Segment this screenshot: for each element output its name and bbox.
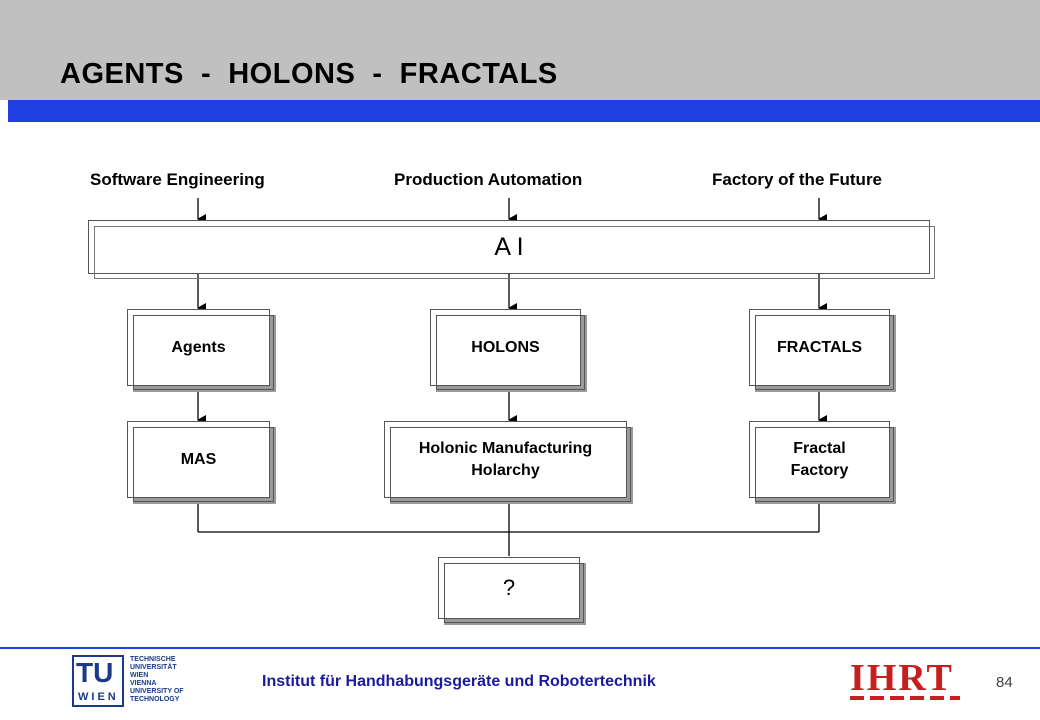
- ai-box-label: A I: [494, 232, 524, 261]
- result-box-label: ?: [502, 575, 516, 600]
- header-band: [0, 0, 1040, 100]
- holonic-manufacturing-box: Holonic Manufacturing Holarchy: [384, 421, 631, 502]
- fractals-box-label: FRACTALS: [776, 338, 863, 356]
- holonic-box-label: Holonic Manufacturing Holarchy: [418, 439, 593, 479]
- agents-box-label: Agents: [171, 338, 226, 356]
- ihrt-logo-letters: IHRT: [850, 657, 954, 699]
- institute-name: Institut für Handhabungsgeräte und Robot…: [262, 673, 656, 690]
- mas-box-label: MAS: [180, 450, 217, 468]
- mas-box: MAS: [127, 421, 274, 502]
- source-production-automation: Production Automation: [394, 170, 583, 189]
- fractals-box: FRACTALS: [749, 309, 894, 390]
- ihrt-logo: IHRT: [850, 656, 960, 706]
- result-question-box: ?: [438, 557, 584, 623]
- tu-logo-mark: TU: [76, 657, 114, 688]
- accent-bar-notch: [0, 100, 8, 122]
- source-software-engineering: Software Engineering: [90, 170, 265, 189]
- tu-logo-wien: WIEN: [78, 691, 119, 703]
- fractal-factory-box: Fractal Factory: [749, 421, 894, 502]
- ai-box: A I: [88, 220, 935, 279]
- accent-bar: [0, 100, 1040, 122]
- source-factory-of-the-future: Factory of the Future: [712, 170, 883, 189]
- agents-box: Agents: [127, 309, 274, 390]
- footer-divider: [0, 647, 1040, 649]
- fractal-factory-box-label: Fractal Factory: [790, 439, 849, 479]
- page-number: 84: [996, 674, 1013, 691]
- holons-box-label: HOLONS: [471, 338, 540, 356]
- page-title: AGENTS - HOLONS - FRACTALS: [60, 58, 558, 90]
- ihrt-logo-dashes: [850, 696, 960, 700]
- holons-box: HOLONS: [430, 309, 585, 390]
- tu-wien-logo: TU WIEN: [72, 655, 124, 707]
